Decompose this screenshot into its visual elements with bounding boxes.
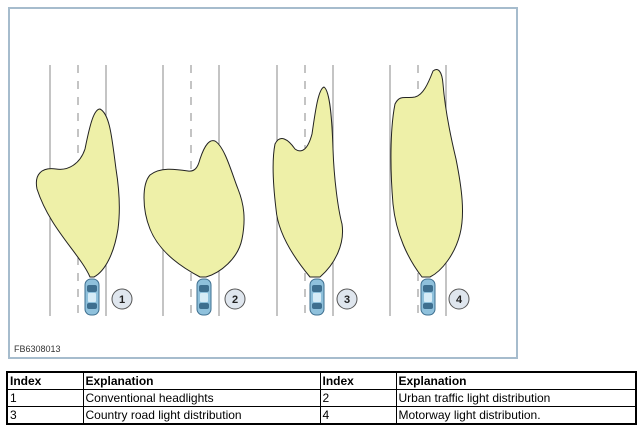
car-icon	[309, 278, 325, 316]
car-icon	[84, 278, 100, 316]
cell-explanation: Motorway light distribution.	[395, 406, 637, 425]
panel-2: 2	[143, 65, 246, 316]
cell-explanation: Urban traffic light distribution	[395, 389, 637, 407]
diagram-canvas: 1 2 3 4	[35, 65, 470, 316]
beam-pattern-motorway	[390, 69, 464, 278]
panel-1: 1	[35, 65, 133, 316]
index-badge-1	[111, 288, 133, 310]
panel-3: 3	[272, 65, 358, 316]
headlight-diagram-figure: 1 2 3 4	[8, 7, 518, 359]
legend-header-row: Index Explanation Index Explanation	[6, 371, 637, 390]
index-badge-3	[336, 288, 358, 310]
header-index: Index	[6, 371, 84, 390]
beam-pattern-country-road	[272, 86, 344, 278]
cell-index: 2	[319, 389, 397, 407]
header-explanation: Explanation	[395, 371, 637, 390]
index-badge-2	[224, 288, 246, 310]
index-badge-4-label: 4	[456, 294, 463, 306]
car-icon	[196, 278, 212, 316]
beam-pattern-conventional	[35, 108, 120, 278]
cell-index: 1	[6, 389, 84, 407]
car-icon	[420, 278, 436, 316]
index-badge-4	[448, 288, 470, 310]
panel-4: 4	[389, 65, 470, 316]
table-row: 1 Conventional headlights 2 Urban traffi…	[6, 389, 637, 407]
cell-explanation: Conventional headlights	[82, 389, 321, 407]
table-row: 3 Country road light distribution 4 Moto…	[6, 406, 637, 425]
header-explanation: Explanation	[82, 371, 321, 390]
index-badge-3-label: 3	[344, 294, 350, 306]
cell-index: 3	[6, 406, 84, 425]
header-index: Index	[319, 371, 397, 390]
cell-explanation: Country road light distribution	[82, 406, 321, 425]
beam-pattern-urban	[143, 140, 245, 278]
cell-index: 4	[319, 406, 397, 425]
legend-table: Index Explanation Index Explanation 1 Co…	[6, 371, 637, 425]
index-badge-1-label: 1	[119, 294, 125, 306]
figure-code: FB6308013	[14, 344, 61, 354]
index-badge-2-label: 2	[232, 294, 238, 306]
